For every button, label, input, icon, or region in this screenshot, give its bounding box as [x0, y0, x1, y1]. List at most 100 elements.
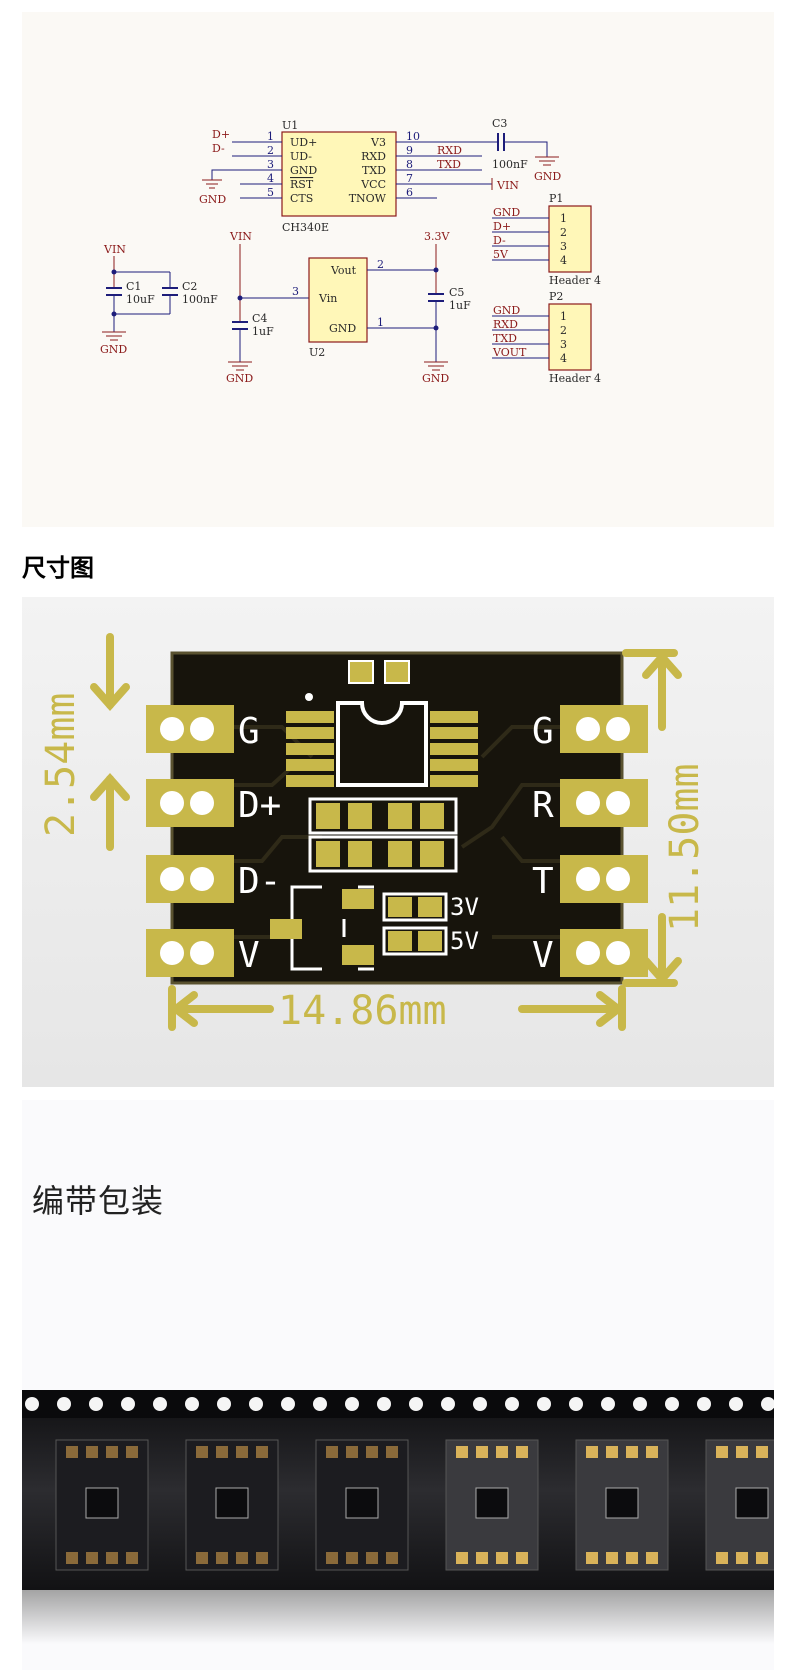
p1-part: Header 4 [549, 274, 601, 287]
u1-pin2-num: 2 [267, 144, 274, 157]
u1-pin7-num: 7 [406, 172, 413, 185]
c5-3v3-label: 3.3V [424, 230, 450, 243]
tape-module [55, 1439, 149, 1571]
p1-pin1: 1 [560, 212, 567, 225]
right-label-r: R [532, 785, 554, 826]
c3-ref: C3 [492, 117, 507, 130]
p1-net3: D- [493, 234, 506, 247]
sprocket-hole [57, 1397, 71, 1411]
tape-reel-photo [22, 1390, 774, 1644]
jumper-5v-label: 5V [450, 927, 479, 955]
sprocket-hole [281, 1397, 295, 1411]
sprocket-hole [729, 1397, 743, 1411]
p2-pin1: 1 [560, 310, 567, 323]
pitch-dimension [90, 633, 130, 851]
c2-ref: C2 [182, 280, 197, 293]
c1-ref: C1 [126, 280, 141, 293]
u1-pin4-num: 4 [267, 172, 274, 185]
right-label-v: V [532, 935, 554, 976]
u1-right-pins: 10 9 8 7 6 V3 RXD TXD VCC TNOW RXD TXD [349, 130, 492, 205]
pad-labels: G D+ D- V G R T V [238, 711, 554, 976]
right-pads [560, 705, 648, 977]
u2-pin2: 2 [377, 258, 384, 271]
height-dimension [622, 649, 682, 987]
c1-value: 10uF [126, 293, 155, 306]
schematic-diagram: U1 CH340E 1 2 3 4 5 UD+ UD- GND RST CTS … [100, 117, 601, 385]
u1-pin2-name: UD- [290, 150, 312, 163]
packaging-panel: 编带包装 [22, 1100, 774, 1670]
u1-part: CH340E [282, 221, 329, 234]
u1-pin6-num: 6 [406, 186, 413, 199]
u1-pin6-name: TNOW [349, 192, 387, 205]
c3-gnd-label: GND [534, 170, 561, 183]
p1-pin2: 2 [560, 226, 567, 239]
right-label-g: G [532, 711, 554, 752]
u2-pin1: 1 [377, 316, 384, 329]
p2-pin4: 4 [560, 352, 567, 365]
u2-ref: U2 [309, 346, 325, 359]
u2-pin3: 3 [292, 285, 299, 298]
sprocket-hole [121, 1397, 135, 1411]
sprocket-hole [665, 1397, 679, 1411]
net-rxd-label: RXD [437, 144, 462, 157]
u1-pin3-name: GND [290, 164, 317, 177]
u1-pin7-name: VCC [360, 178, 386, 191]
jumper-3v-label: 3V [450, 893, 479, 921]
tape-modules [55, 1439, 774, 1571]
sprocket-hole [601, 1397, 615, 1411]
c3-value: 100nF [492, 158, 528, 171]
net-dminus-label: D- [212, 142, 225, 155]
p2-pin2: 2 [560, 324, 567, 337]
sprocket-hole [185, 1397, 199, 1411]
sprocket-hole [569, 1397, 583, 1411]
c5-gnd-label: GND [422, 372, 449, 385]
dimension-drawing-panel: G D+ D- V G R T V [22, 597, 774, 1087]
u1-left-pins: 1 2 3 4 5 UD+ UD- GND RST CTS D+ D- GND [199, 128, 317, 206]
sprocket-hole [153, 1397, 167, 1411]
p2-pin3: 3 [560, 338, 567, 351]
sprocket-hole [89, 1397, 103, 1411]
ic-footprint [286, 660, 478, 787]
sprocket-hole [697, 1397, 711, 1411]
p2-part: Header 4 [549, 372, 601, 385]
left-label-dplus: D+ [238, 785, 281, 826]
p2-net1: GND [493, 304, 520, 317]
c3-capacitor: C3 GND 100nF VIN [482, 117, 561, 192]
u1-pin5-name: CTS [290, 192, 313, 205]
u1-pin10-name: V3 [370, 136, 386, 149]
u1-body [281, 131, 397, 217]
net-dplus-label: D+ [212, 128, 230, 141]
u1-pin8-name: TXD [362, 164, 386, 177]
sprocket-hole [633, 1397, 647, 1411]
u1-pin8-num: 8 [406, 158, 413, 171]
u1-gnd-label: GND [199, 193, 226, 206]
c4-vin-label: VIN [229, 230, 252, 243]
left-label-dminus: D- [238, 861, 281, 902]
tape-module [445, 1439, 539, 1571]
sprocket-hole [505, 1397, 519, 1411]
p2-header: P2 Header 4 1 2 3 4 GND RXD TXD VOUT [492, 290, 601, 385]
sprocket-hole [345, 1397, 359, 1411]
c5-value: 1uF [449, 299, 471, 312]
c1-vin-label: VIN [103, 243, 126, 256]
sprocket-hole [441, 1397, 455, 1411]
tape-module [315, 1439, 409, 1571]
p1-pin4: 4 [560, 254, 567, 267]
pitch-dimension-label: 2.54mm [38, 693, 84, 838]
sprocket-hole [473, 1397, 487, 1411]
sprocket-hole [537, 1397, 551, 1411]
left-pads [146, 705, 234, 977]
c4-ref: C4 [252, 312, 267, 325]
u2-vin: Vin [318, 292, 337, 305]
right-label-t: T [532, 861, 554, 902]
dimension-section-title: 尺寸图 [22, 554, 94, 582]
sprocket-hole [313, 1397, 327, 1411]
p2-net2: RXD [493, 318, 518, 331]
p1-header: P1 Header 4 1 2 3 4 GND D+ D- 5V [492, 192, 601, 287]
pcb-dimension-drawing: G D+ D- V G R T V [38, 633, 708, 1034]
width-dimension-label: 14.86mm [278, 988, 447, 1034]
u2-vout: Vout [330, 264, 357, 277]
sprocket-hole [409, 1397, 423, 1411]
p1-pin3: 3 [560, 240, 567, 253]
c4-gnd-label: GND [226, 372, 253, 385]
